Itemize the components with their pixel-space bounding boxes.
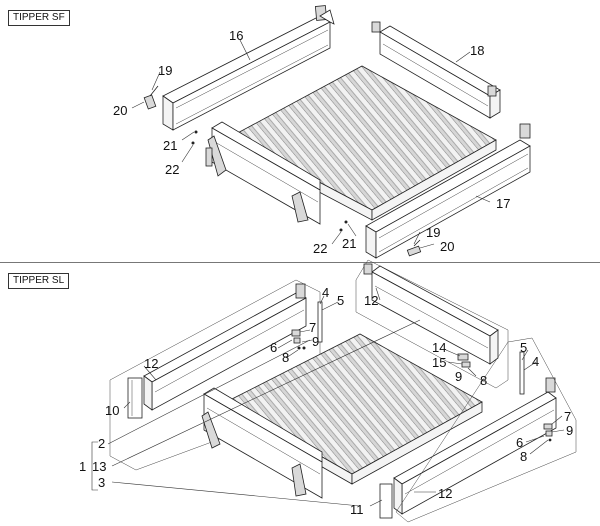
sl-post-right bbox=[519, 351, 525, 395]
sl-side-panel-left bbox=[143, 283, 307, 411]
callout-label: 21 bbox=[163, 138, 177, 153]
callout-label: 5 bbox=[337, 293, 344, 308]
callout-label: 9 bbox=[566, 423, 573, 438]
callout-label: 9 bbox=[455, 369, 462, 384]
callout-label: 20 bbox=[113, 103, 127, 118]
section-divider bbox=[0, 262, 600, 263]
side-panel-17 bbox=[365, 123, 531, 259]
callout-label: 1 bbox=[79, 459, 86, 474]
callout-label: 9 bbox=[312, 334, 319, 349]
callout-label: 21 bbox=[342, 236, 356, 251]
callout-label: 6 bbox=[270, 340, 277, 355]
callout-label: 20 bbox=[440, 239, 454, 254]
sl-post-10 bbox=[127, 377, 143, 419]
callout-label: 5 bbox=[520, 340, 527, 355]
callout-label: 12 bbox=[144, 356, 158, 371]
callout-label: 13 bbox=[92, 459, 106, 474]
side-panel-16 bbox=[162, 5, 335, 131]
callout-label: 15 bbox=[432, 355, 446, 370]
latch-19-20-top bbox=[143, 85, 159, 110]
callout-label: 17 bbox=[496, 196, 510, 211]
callout-label: 2 bbox=[98, 436, 105, 451]
callout-label: 8 bbox=[520, 449, 527, 464]
callout-label: 7 bbox=[564, 409, 571, 424]
callout-label: 3 bbox=[98, 475, 105, 490]
sl-post-11 bbox=[379, 483, 393, 519]
sl-post-4-5 bbox=[317, 301, 323, 343]
callout-label: 7 bbox=[309, 320, 316, 335]
callout-label: 4 bbox=[322, 285, 329, 300]
callout-label: 10 bbox=[105, 403, 119, 418]
sl-side-panel-right bbox=[393, 377, 557, 515]
tipper-sf-rear-frame bbox=[205, 121, 321, 225]
section-label-tipper-sl: TIPPER SL bbox=[8, 273, 70, 289]
tipper-sf-assembly bbox=[143, 5, 531, 259]
callout-label: 14 bbox=[432, 340, 446, 355]
callout-label: 22 bbox=[313, 241, 327, 256]
latch-19-20-bottom bbox=[406, 239, 422, 257]
callout-label: 19 bbox=[158, 63, 172, 78]
sl-front-panel bbox=[363, 263, 499, 368]
callout-label: 22 bbox=[165, 162, 179, 177]
callout-label: 6 bbox=[516, 435, 523, 450]
tipper-sl-leaders bbox=[91, 287, 565, 507]
callout-label: 11 bbox=[350, 502, 364, 517]
tipper-sf-leaders bbox=[131, 39, 491, 249]
sl-hinge-right bbox=[543, 423, 553, 442]
tipper-sl-assembly bbox=[109, 259, 577, 523]
callout-label: 12 bbox=[438, 486, 452, 501]
callout-label: 12 bbox=[364, 293, 378, 308]
callout-label: 8 bbox=[480, 373, 487, 388]
callout-label: 8 bbox=[282, 350, 289, 365]
tipper-sl-rear-frame bbox=[201, 387, 323, 499]
front-panel-18 bbox=[371, 21, 501, 119]
sl-hinge-left bbox=[291, 329, 306, 350]
callout-label: 19 bbox=[426, 225, 440, 240]
section-label-tipper-sf: TIPPER SF bbox=[8, 10, 70, 26]
callout-label: 16 bbox=[229, 28, 243, 43]
callout-label: 18 bbox=[470, 43, 484, 58]
callout-label: 4 bbox=[532, 354, 539, 369]
